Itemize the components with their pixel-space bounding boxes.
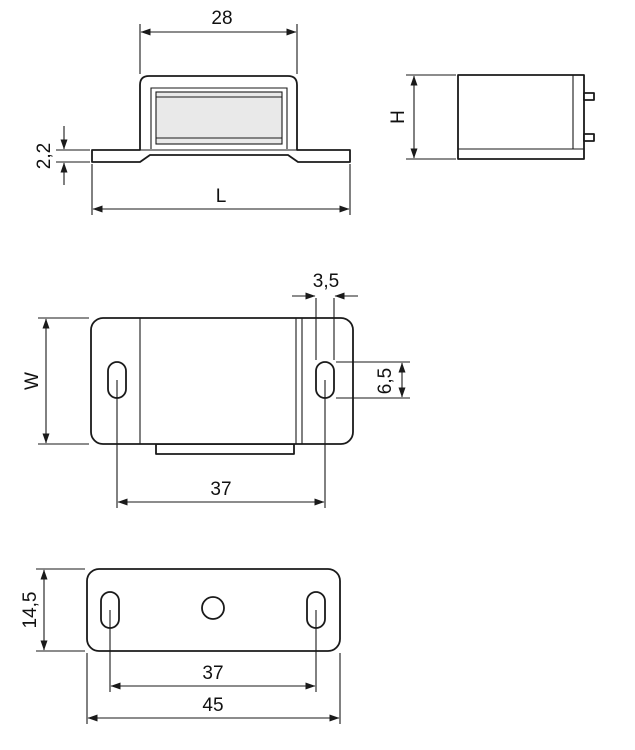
front-view: 28 2,2 L [34,8,351,215]
dim-6-5-label: 6,5 [375,368,396,394]
dim-37-top-label: 37 [210,479,231,500]
side-view-pin-top [583,92,595,101]
magnet-housing-inner [150,87,288,149]
top-view: 3,5 6,5 W 37 [22,271,410,508]
dim-28-label: 28 [211,8,232,29]
dim-14-5-label: 14,5 [20,592,41,629]
dim-L-label: L [216,186,227,207]
plate-view: 14,5 37 45 [20,568,341,724]
side-view-pin-bottom [583,133,595,142]
side-view-body [457,74,585,160]
top-view-body [90,317,354,445]
dim-37-bottom-label: 37 [202,663,223,684]
side-view: H [388,74,595,160]
dim-45-label: 45 [202,695,223,716]
plate-center-hole [201,596,225,620]
magnet-insert [155,91,283,145]
dim-2-2-label: 2,2 [34,143,55,169]
latch-tab [155,443,295,455]
dim-3-5-label: 3,5 [313,271,339,292]
dim-H-label: H [388,110,409,124]
dim-W-label: W [22,372,43,390]
